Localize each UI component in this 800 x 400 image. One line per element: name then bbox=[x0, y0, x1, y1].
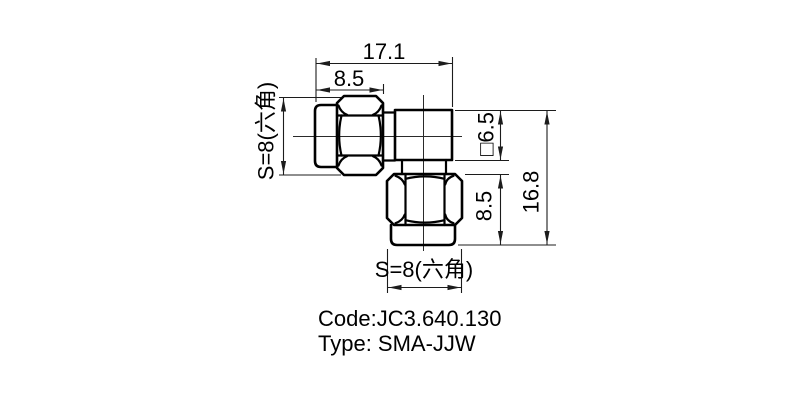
dimension-top-hex-length: 8.5 bbox=[316, 66, 385, 94]
bottom-hex-nut-outline bbox=[385, 172, 464, 227]
dimension-label-s8-bottom: S=8(六角) bbox=[375, 257, 473, 282]
dimension-label-8-5-top: 8.5 bbox=[334, 66, 365, 91]
dimension-body-square: □6.5 bbox=[455, 109, 556, 162]
arrow-left-icon bbox=[317, 60, 330, 67]
arrow-up-icon bbox=[544, 111, 550, 125]
arrow-left-icon bbox=[388, 284, 402, 291]
title-block: Code:JC3.640.130 Type: SMA-JJW bbox=[318, 306, 501, 356]
dimension-total-width: 17.1 bbox=[315, 39, 454, 107]
dimension-lines bbox=[458, 110, 556, 246]
dimension-lines bbox=[315, 57, 454, 107]
dimension-label-16-8: 16.8 bbox=[519, 171, 544, 214]
connector-outline bbox=[313, 94, 464, 247]
left-hex-nut-faces bbox=[335, 114, 385, 157]
dimension-lower-section: 8.5 bbox=[465, 173, 509, 245]
arrow-down-icon bbox=[280, 161, 287, 174]
dimension-overall-height: 16.8 bbox=[458, 110, 556, 246]
code-label: Code:JC3.640.130 bbox=[318, 306, 501, 331]
type-label: Type: SMA-JJW bbox=[318, 331, 476, 356]
body-block bbox=[393, 108, 454, 162]
arrow-up-icon bbox=[280, 98, 287, 112]
bottom-coupling-outline bbox=[389, 223, 457, 247]
bottom-hex-nut-faces bbox=[404, 172, 446, 227]
arrow-down-icon bbox=[497, 231, 504, 244]
bottom-neck bbox=[400, 158, 448, 176]
arrow-right-icon bbox=[438, 60, 452, 67]
arrow-right-icon bbox=[369, 87, 383, 93]
left-hex-nut-arcs bbox=[337, 104, 383, 167]
left-hex-nut-outline bbox=[335, 94, 385, 177]
dimension-label-s8-left: S=8(六角) bbox=[254, 82, 279, 180]
arrow-up-icon bbox=[497, 175, 504, 189]
dimension-label-17-1: 17.1 bbox=[363, 39, 406, 64]
dimension-left-hex-flats: S=8(六角) bbox=[254, 82, 341, 180]
arrow-down-icon bbox=[497, 146, 504, 160]
arrow-right-icon bbox=[447, 284, 461, 291]
arrow-down-icon bbox=[544, 231, 550, 244]
arrow-left-icon bbox=[317, 87, 330, 93]
dimension-lines bbox=[455, 109, 556, 162]
dimension-bottom-hex-flats: S=8(六角) bbox=[375, 249, 473, 293]
left-neck bbox=[381, 111, 397, 162]
dimension-label-8-5-right: 8.5 bbox=[472, 191, 497, 222]
arrow-up-icon bbox=[497, 111, 504, 125]
dimension-label-square-6-5: □6.5 bbox=[474, 112, 499, 156]
left-coupling-outline bbox=[313, 103, 339, 169]
bottom-hex-nut-arcs bbox=[394, 174, 455, 225]
